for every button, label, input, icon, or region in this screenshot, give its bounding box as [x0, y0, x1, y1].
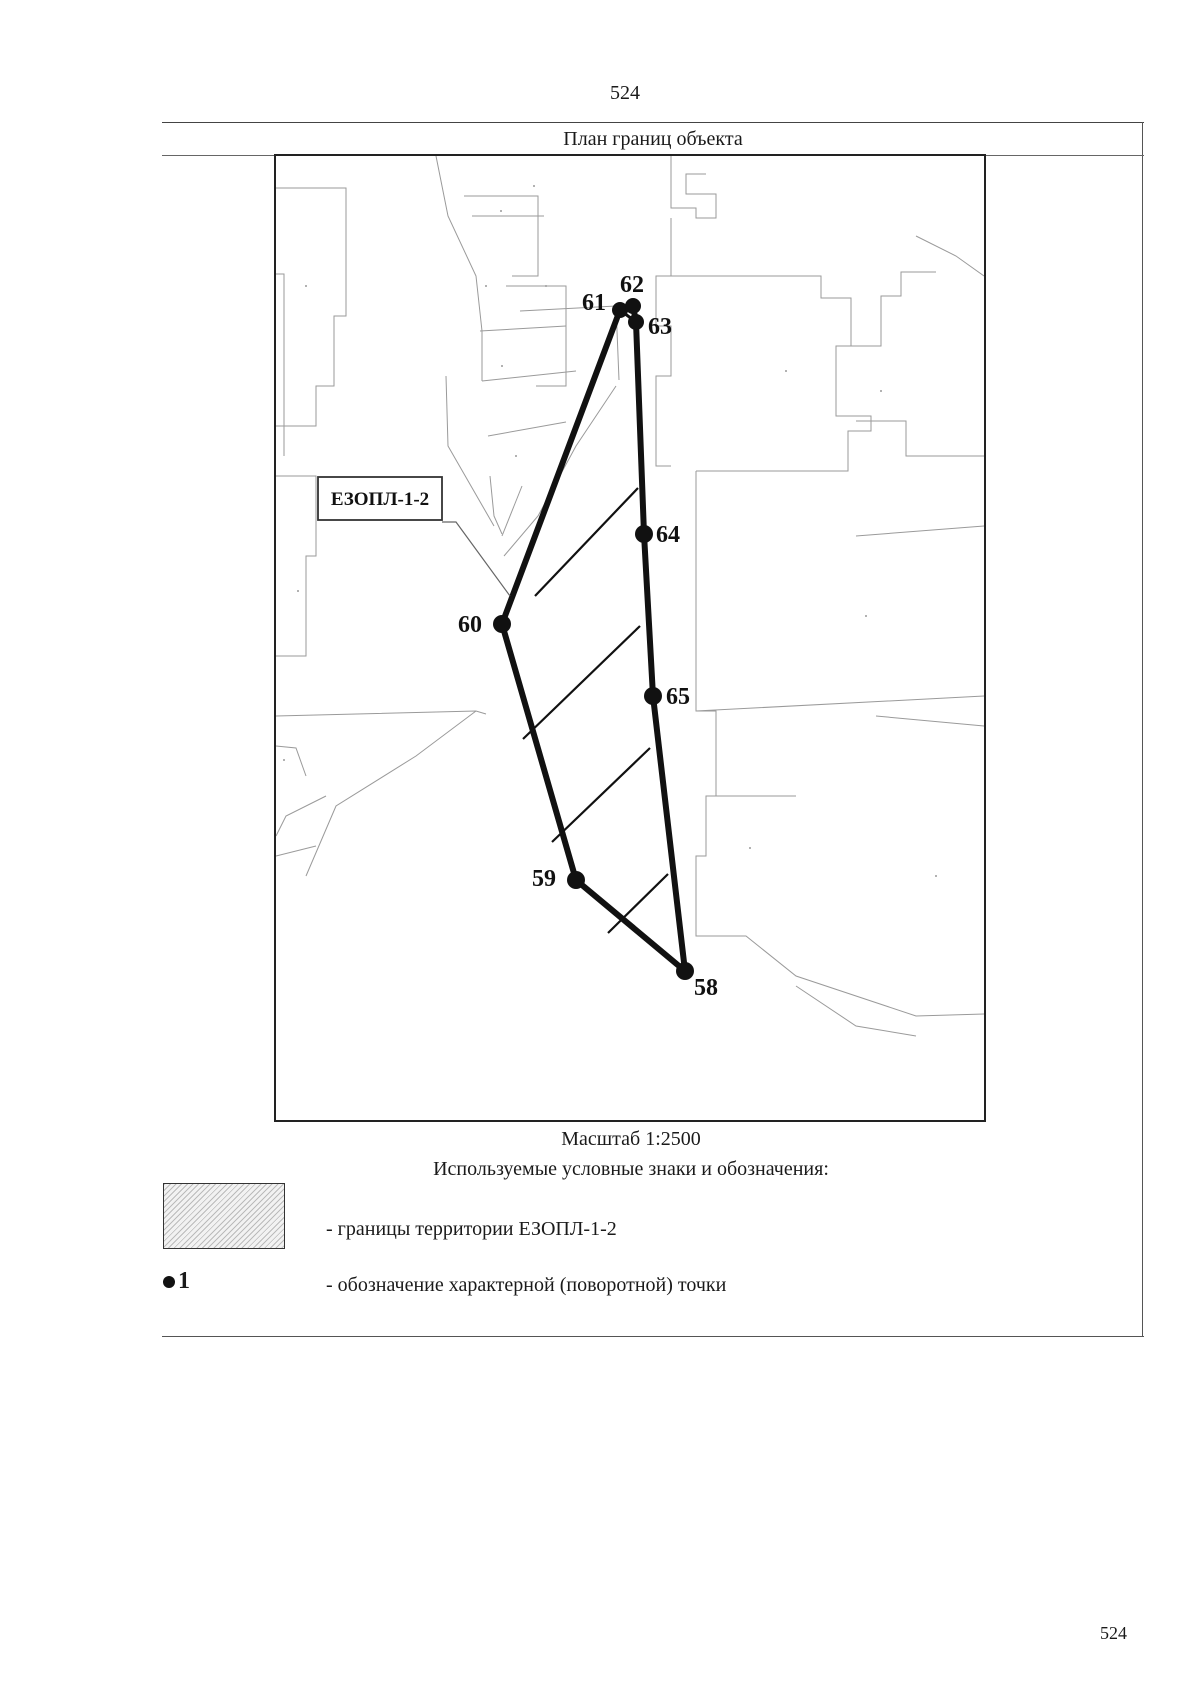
page-number-bottom: 524	[1100, 1623, 1127, 1643]
point-labels: 58 59 60 61 62 63 64 65	[458, 272, 718, 1001]
zone-callout-box	[317, 476, 443, 521]
legend-point-symbol: 1	[163, 1268, 190, 1295]
document-title: План границ объекта	[563, 128, 743, 150]
boundary-map: ЕЗОПЛ-1-2 58 59 60 61 62 63 64 65	[274, 154, 986, 1122]
point-63-marker	[628, 314, 644, 330]
point-64-marker	[635, 525, 653, 543]
frame-top-line	[162, 122, 1144, 123]
point-63-label: 63	[648, 314, 672, 340]
point-65-marker	[644, 687, 662, 705]
point-dot-icon	[163, 1275, 175, 1288]
callout-leader	[442, 521, 511, 597]
point-58-label: 58	[694, 975, 718, 1001]
point-60-marker	[493, 615, 511, 633]
point-64-label: 64	[656, 522, 680, 548]
page-number-top: 524	[610, 82, 640, 104]
legend-hatch-swatch	[163, 1183, 285, 1249]
legend-point-description: - обозначение характерной (поворотной) т…	[326, 1274, 727, 1296]
point-62-marker	[625, 298, 641, 314]
zone-hatching	[522, 487, 669, 934]
legend-title: Используемые условные знаки и обозначени…	[433, 1158, 829, 1180]
point-61-marker	[612, 302, 628, 318]
zone-callout-label: ЕЗОПЛ-1-2	[331, 489, 429, 510]
point-62-label: 62	[620, 272, 644, 298]
frame-right-line	[1142, 122, 1143, 1337]
turning-points	[493, 298, 694, 980]
map-drawing: ЕЗОПЛ-1-2 58 59 60 61 62 63 64 65	[276, 156, 984, 1037]
legend-point-number: 1	[178, 1268, 190, 1294]
legend-zone-description: - границы территории ЕЗОПЛ-1-2	[326, 1218, 617, 1240]
map-scale: Масштаб 1:2500	[561, 1128, 701, 1150]
point-59-marker	[567, 871, 585, 889]
point-59-label: 59	[532, 866, 556, 892]
frame-bottom-line	[162, 1336, 1144, 1337]
point-61-label: 61	[582, 290, 606, 316]
point-65-label: 65	[666, 684, 690, 710]
cadastral-background	[276, 156, 984, 1037]
point-60-label: 60	[458, 612, 482, 638]
zone-boundary	[499, 303, 688, 974]
point-58-marker	[676, 962, 694, 980]
map-annotations	[283, 185, 937, 877]
